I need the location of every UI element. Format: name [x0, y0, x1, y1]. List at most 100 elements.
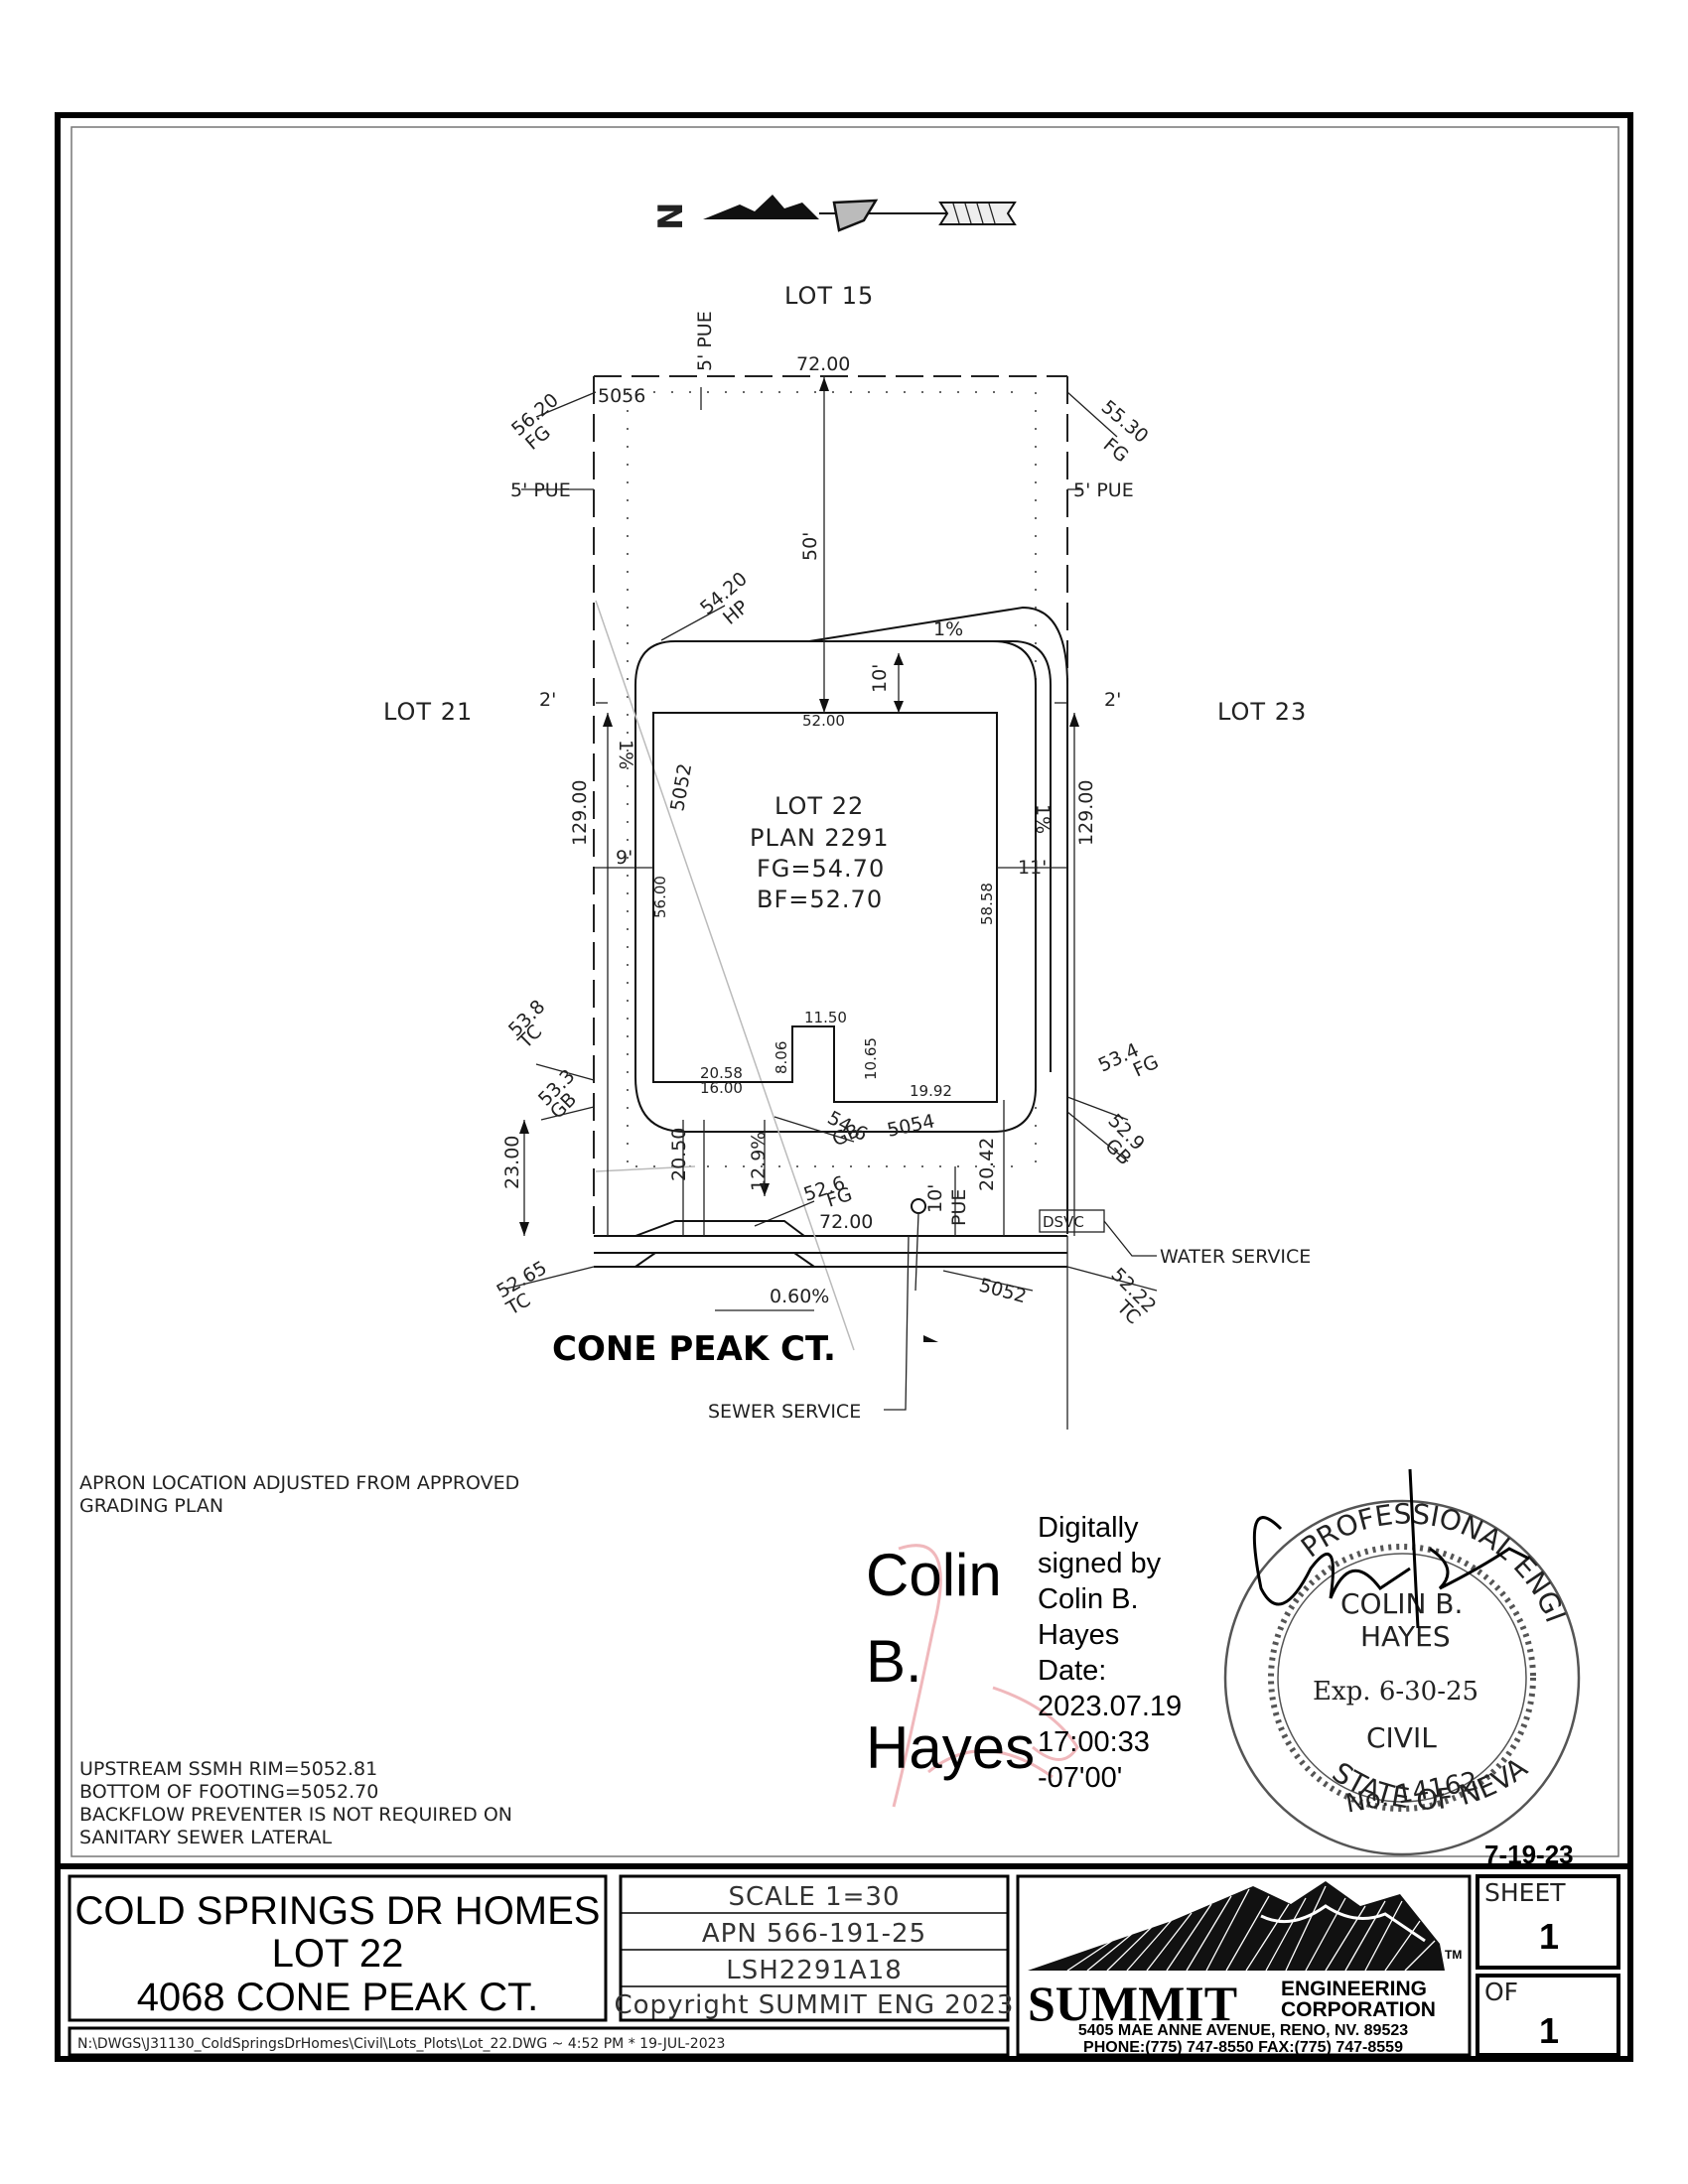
- svg-text:5052: 5052: [666, 761, 696, 812]
- svg-text:1%: 1%: [933, 618, 963, 640]
- lot-15-label: LOT 15: [784, 282, 874, 310]
- dimension-labels: 72.00 5056 5' PUE 56.20 FG 55.30 FG 5' P…: [493, 311, 1312, 1423]
- project-name: COLD SPRINGS DR HOMES: [75, 1889, 601, 1933]
- svg-text:2023.07.19: 2023.07.19: [1038, 1691, 1182, 1722]
- svg-text:FG: FG: [1099, 434, 1133, 467]
- svg-text:CIVIL: CIVIL: [1366, 1721, 1437, 1754]
- svg-text:19.92: 19.92: [910, 1082, 952, 1100]
- svg-text:50': 50': [799, 532, 821, 561]
- svg-text:2': 2': [1104, 689, 1121, 711]
- svg-text:Date:: Date:: [1038, 1655, 1106, 1687]
- project-address: 4068 CONE PEAK CT.: [137, 1976, 539, 2019]
- svg-text:23.00: 23.00: [501, 1136, 523, 1189]
- scale: SCALE 1=30: [728, 1882, 900, 1912]
- lot-21-label: LOT 21: [383, 698, 473, 726]
- svg-text:2': 2': [539, 689, 556, 711]
- svg-text:Exp. 6-30-25: Exp. 6-30-25: [1313, 1677, 1478, 1706]
- svg-text:COLIN B.: COLIN B.: [1340, 1587, 1463, 1620]
- dimension-lines: [519, 377, 1129, 1236]
- svg-text:Colin: Colin: [866, 1542, 1002, 1608]
- svg-text:Colin B.: Colin B.: [1038, 1583, 1139, 1615]
- svg-text:SANITARY SEWER LATERAL: SANITARY SEWER LATERAL: [79, 1827, 333, 1848]
- svg-text:129.00: 129.00: [1075, 780, 1097, 846]
- grading-swale: [634, 606, 1068, 1221]
- company-phone: PHONE:(775) 747-8550 FAX:(775) 747-8559: [1083, 2039, 1403, 2056]
- driveway-and-street: [505, 1220, 1158, 1430]
- sewer-service: [884, 1198, 926, 1411]
- outer-border: [55, 112, 1633, 2062]
- svg-text:PUE: PUE: [948, 1189, 970, 1226]
- svg-text:11': 11': [1018, 857, 1047, 879]
- svg-text:OF: OF: [1484, 1978, 1518, 2006]
- svg-text:WATER SERVICE: WATER SERVICE: [1160, 1246, 1311, 1268]
- bottom-notes: UPSTREAM SSMH RIM=5052.81 BOTTOM OF FOOT…: [79, 1758, 512, 1848]
- inner-border: [70, 126, 1619, 1857]
- svg-text:0.60%: 0.60%: [770, 1286, 829, 1307]
- svg-text:Hayes: Hayes: [866, 1714, 1035, 1781]
- svg-text:UPSTREAM SSMH RIM=5052.81: UPSTREAM SSMH RIM=5052.81: [79, 1758, 377, 1780]
- svg-text:72.00: 72.00: [796, 353, 850, 375]
- svg-text:BF=52.70: BF=52.70: [757, 886, 883, 913]
- svg-text:11.50: 11.50: [804, 1009, 847, 1026]
- svg-text:52.00: 52.00: [802, 712, 845, 730]
- apron-note: APRON LOCATION ADJUSTED FROM APPROVED GR…: [79, 1472, 519, 1517]
- svg-text:9': 9': [616, 847, 633, 869]
- plan-number: LSH2291A18: [726, 1956, 903, 1985]
- svg-text:8.06: 8.06: [773, 1041, 790, 1074]
- svg-text:5052: 5052: [977, 1275, 1029, 1308]
- svg-text:1%: 1%: [615, 740, 636, 769]
- sheet-number: 1: [1539, 1916, 1559, 1957]
- north-label: N: [651, 203, 691, 230]
- svg-text:signed by: signed by: [1038, 1548, 1162, 1579]
- svg-text:SEWER SERVICE: SEWER SERVICE: [708, 1401, 861, 1423]
- svg-text:10.65: 10.65: [862, 1037, 880, 1080]
- svg-text:Digitally: Digitally: [1038, 1512, 1139, 1544]
- svg-text:TM: TM: [1445, 1948, 1462, 1962]
- svg-text:SHEET: SHEET: [1484, 1878, 1566, 1907]
- svg-text:10': 10': [869, 664, 891, 693]
- svg-text:72.00: 72.00: [819, 1211, 873, 1233]
- svg-text:-07'00': -07'00': [1038, 1762, 1122, 1794]
- svg-text:20.50: 20.50: [668, 1128, 690, 1181]
- svg-text:55.30: 55.30: [1097, 396, 1153, 448]
- digital-signature: Colin B. Hayes Digitally signed by Colin…: [866, 1512, 1182, 1808]
- svg-text:APRON LOCATION ADJUSTED FROM A: APRON LOCATION ADJUSTED FROM APPROVED: [79, 1472, 519, 1494]
- engineer-seal: PROFESSIONAL ENGINEER STATE OF NEVADA CO…: [0, 0, 1581, 1869]
- svg-text:B.: B.: [866, 1628, 922, 1695]
- title-block: COLD SPRINGS DR HOMES LOT 22 4068 CONE P…: [58, 1863, 1630, 2057]
- file-path: N:\DWGS\J31130_ColdSpringsDrHomes\Civil\…: [77, 2036, 725, 2052]
- project-lot: LOT 22: [272, 1932, 404, 1976]
- svg-text:1%: 1%: [1032, 804, 1054, 834]
- svg-text:5056: 5056: [598, 385, 645, 407]
- svg-text:20.58: 20.58: [700, 1064, 743, 1082]
- svg-text:BOTTOM OF FOOTING=5052.70: BOTTOM OF FOOTING=5052.70: [79, 1781, 378, 1803]
- sheet-total: 1: [1539, 2010, 1559, 2051]
- lot-22-info: LOT 22 PLAN 2291 FG=54.70 BF=52.70: [750, 792, 889, 913]
- street-name: CONE PEAK CT.: [552, 1329, 836, 1369]
- svg-text:PLAN 2291: PLAN 2291: [750, 824, 889, 852]
- svg-text:17:00:33: 17:00:33: [1038, 1726, 1150, 1758]
- apn: APN 566-191-25: [702, 1919, 926, 1949]
- svg-text:5' PUE: 5' PUE: [510, 479, 571, 501]
- water-service: [1039, 1209, 1157, 1257]
- svg-text:10': 10': [924, 1184, 946, 1213]
- svg-text:56.00: 56.00: [651, 876, 669, 918]
- north-arrow-icon: N: [651, 195, 1017, 232]
- svg-text:5' PUE: 5' PUE: [1073, 479, 1134, 501]
- svg-text:129.00: 129.00: [569, 780, 591, 846]
- house-footprint: [652, 712, 998, 1103]
- svg-text:58.58: 58.58: [978, 883, 996, 925]
- svg-text:DSVC: DSVC: [1043, 1213, 1084, 1231]
- svg-text:LOT 22: LOT 22: [774, 792, 864, 820]
- svg-text:CORPORATION: CORPORATION: [1281, 1998, 1436, 2021]
- svg-text:GRADING PLAN: GRADING PLAN: [79, 1495, 223, 1517]
- company-name: SUMMIT: [1028, 1976, 1237, 2031]
- svg-text:HAYES: HAYES: [1360, 1620, 1451, 1653]
- svg-text:FG=54.70: FG=54.70: [757, 855, 885, 883]
- svg-text:ENGINEERING: ENGINEERING: [1281, 1978, 1427, 2000]
- svg-text:5' PUE: 5' PUE: [694, 311, 716, 371]
- svg-text:12.9%: 12.9%: [748, 1132, 770, 1191]
- lot-23-label: LOT 23: [1217, 698, 1307, 726]
- copyright: Copyright SUMMIT ENG 2023: [615, 1990, 1015, 2020]
